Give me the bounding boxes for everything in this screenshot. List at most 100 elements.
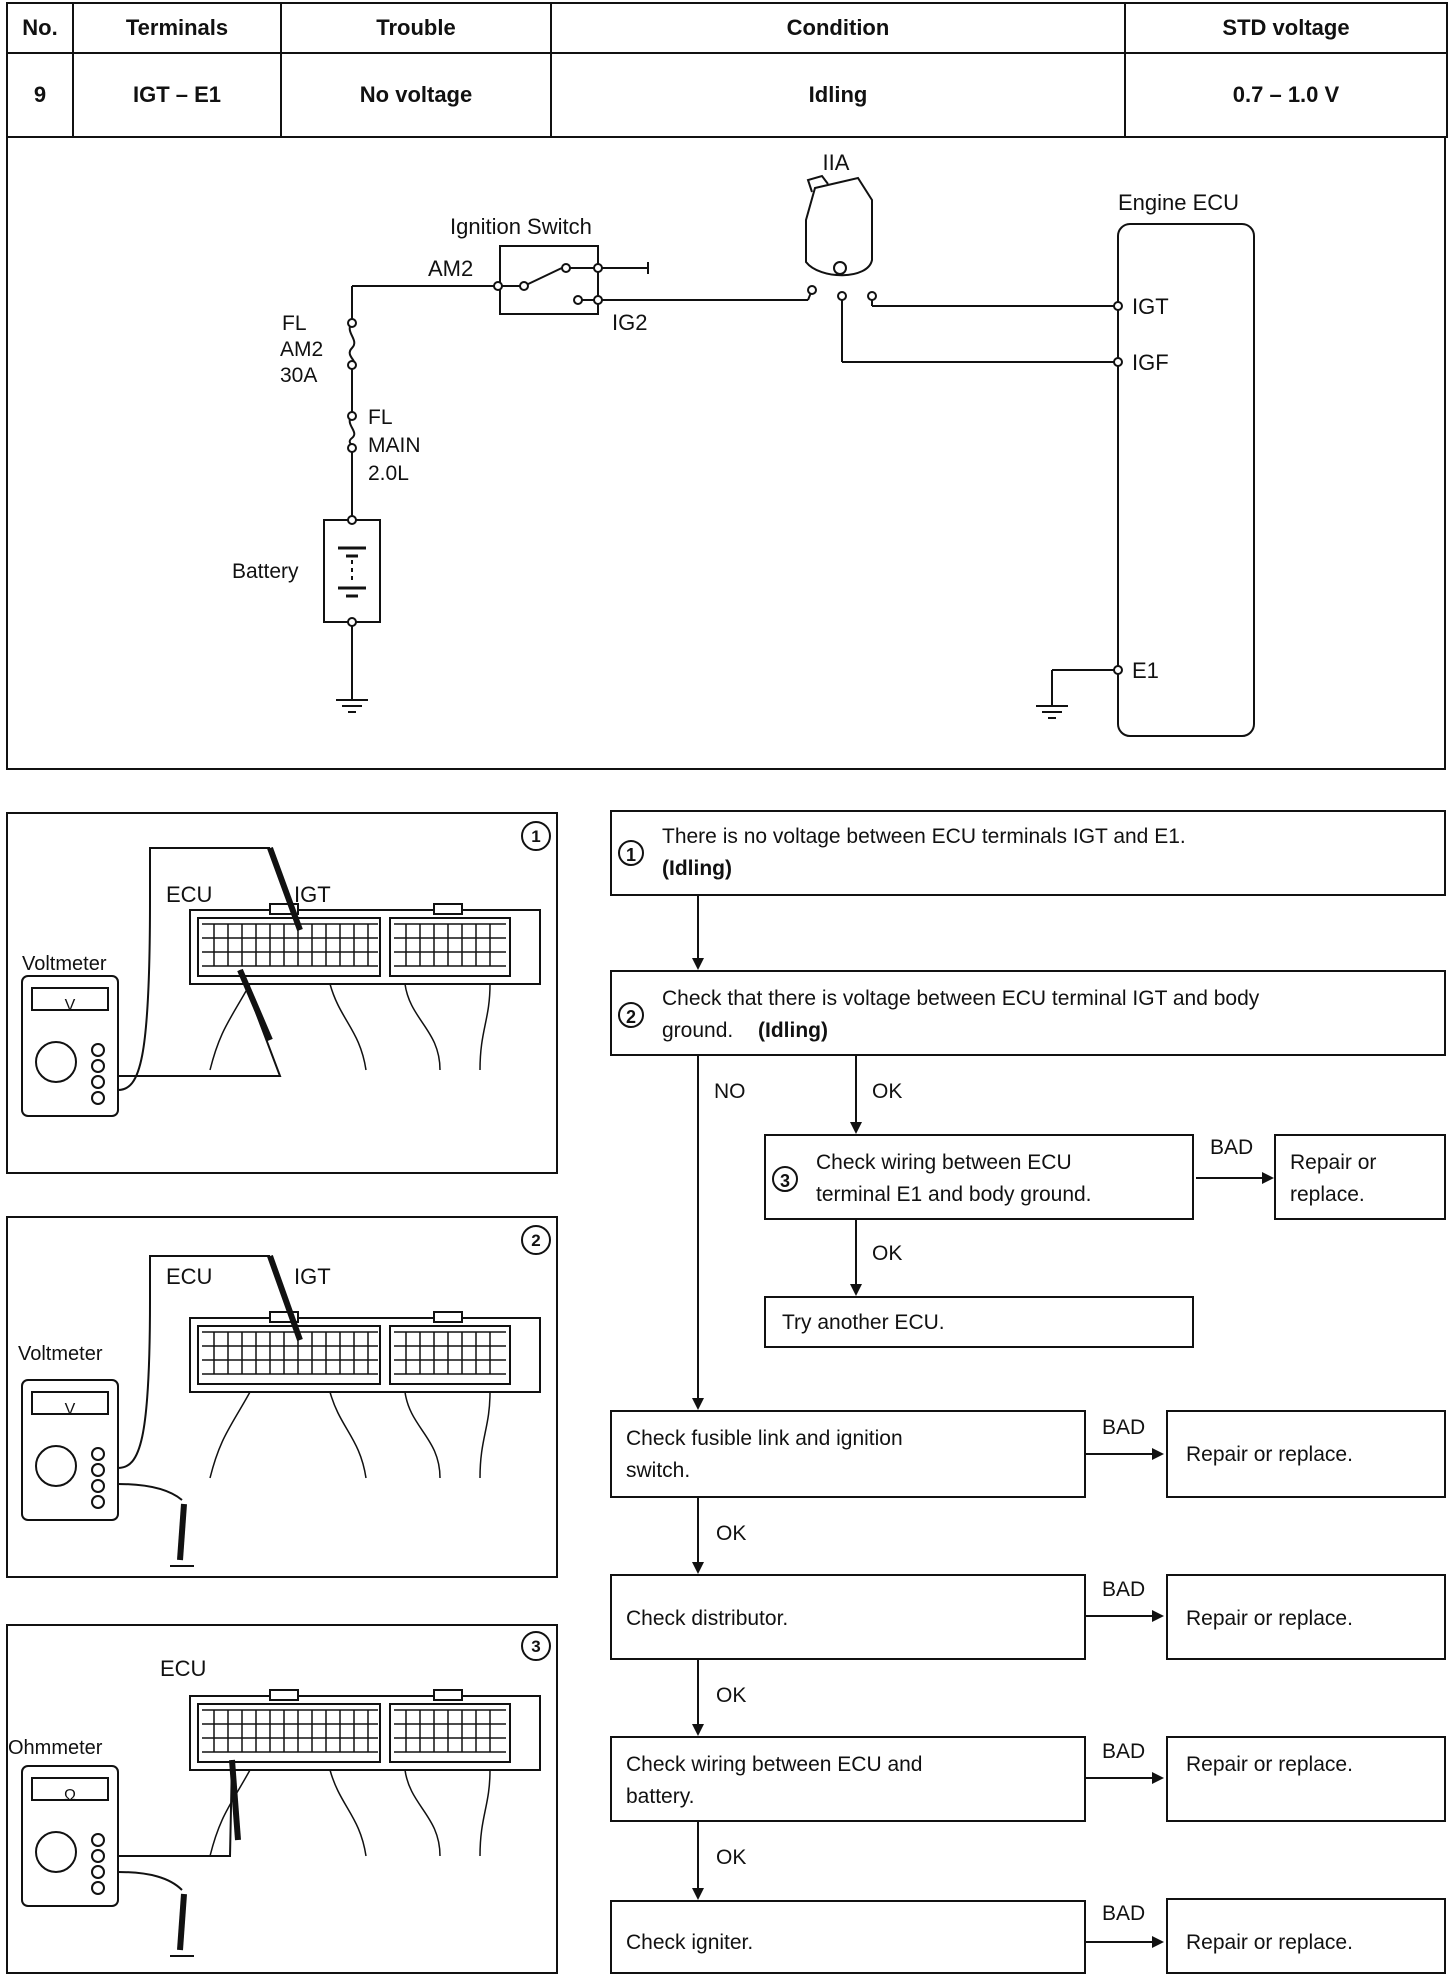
panel-2-ecu-label: ECU bbox=[166, 1264, 212, 1289]
panel-1-ecu-label: ECU bbox=[166, 882, 212, 907]
col-condition-header: Condition bbox=[550, 2, 1126, 54]
repair-box-1: Repair or replace. bbox=[1274, 1134, 1446, 1220]
fl-main-label-line2: MAIN bbox=[368, 434, 421, 457]
am2-label: AM2 bbox=[428, 256, 473, 281]
step-2-text-line2a: ground. bbox=[662, 1019, 734, 1042]
panel-3-number-badge bbox=[521, 1631, 551, 1661]
cell-terminals: IGT – E1 bbox=[72, 52, 282, 138]
panel-2-igt-label: IGT bbox=[294, 1264, 331, 1289]
panel-1-igt-label: IGT bbox=[294, 882, 331, 907]
fl-am2-label-line1: FL bbox=[282, 312, 307, 335]
check-igniter-text: Check igniter. bbox=[626, 1931, 754, 1954]
bad-label-3: BAD bbox=[1102, 1578, 1146, 1601]
ok-label-5: OK bbox=[716, 1846, 747, 1869]
panel-3-number: 3 bbox=[531, 1637, 540, 1656]
check-distributor-text: Check distributor. bbox=[626, 1607, 789, 1630]
step-1-text-line1: There is no voltage between ECU terminal… bbox=[662, 825, 1186, 848]
ignition-switch-label: Ignition Switch bbox=[450, 214, 592, 239]
ignition-switch-box bbox=[499, 245, 599, 315]
step-1-number: 1 bbox=[618, 840, 644, 866]
repair-box-3: Repair or replace. bbox=[1166, 1574, 1446, 1660]
no-branch-label: NO bbox=[714, 1080, 746, 1103]
try-another-ecu-text: Try another ECU. bbox=[782, 1311, 945, 1334]
iia-body bbox=[805, 176, 873, 277]
engine-ecu-box bbox=[1117, 223, 1255, 737]
check-fusible-link-line2: switch. bbox=[626, 1459, 691, 1482]
circuit-diagram-frame bbox=[6, 136, 1446, 770]
panel-2-number: 2 bbox=[531, 1231, 540, 1250]
cell-trouble: No voltage bbox=[280, 52, 552, 138]
step-3-text-line1: Check wiring between ECU bbox=[816, 1151, 1072, 1174]
cell-std-voltage: 0.7 – 1.0 V bbox=[1124, 52, 1448, 138]
panel-1-meter-label: Voltmeter bbox=[22, 953, 107, 975]
col-std-voltage-header: STD voltage bbox=[1124, 2, 1448, 54]
step-2-box: 2 Check that there is voltage between EC… bbox=[610, 970, 1446, 1056]
panel-1-number-badge bbox=[521, 821, 551, 851]
iia-label: IIA bbox=[823, 150, 850, 175]
panel-2-drawing bbox=[21, 1254, 541, 1567]
repair-box-5: Repair or replace. bbox=[1166, 1898, 1446, 1974]
step-2-text-line2b: (Idling) bbox=[758, 1019, 828, 1042]
step-2-number: 2 bbox=[618, 1002, 644, 1028]
test-illustrations: ECU IGT Voltmeter V 1 ECU IGT Voltmeter … bbox=[8, 821, 551, 1957]
repair-4-text: Repair or replace. bbox=[1186, 1753, 1353, 1776]
try-another-ecu-box: Try another ECU. bbox=[764, 1296, 1194, 1348]
ok-label-4: OK bbox=[716, 1684, 747, 1707]
col-trouble-header: Trouble bbox=[280, 2, 552, 54]
step-2-text-line1: Check that there is voltage between ECU … bbox=[662, 987, 1260, 1010]
cell-no: 9 bbox=[6, 52, 74, 138]
ok-branch-label-1: OK bbox=[872, 1080, 903, 1103]
bad-label-1: BAD bbox=[1210, 1136, 1254, 1159]
panel-1-meter-symbol: V bbox=[65, 997, 76, 1014]
fl-am2-label-line2: AM2 bbox=[280, 338, 323, 361]
igt-terminal-label: IGT bbox=[1132, 294, 1169, 319]
fl-main-label-line3: 2.0L bbox=[368, 462, 409, 485]
panel-3-meter-symbol: Ω bbox=[64, 1787, 76, 1804]
check-distributor-box: Check distributor. bbox=[610, 1574, 1086, 1660]
col-no-header: No. bbox=[6, 2, 74, 54]
repair-5-text: Repair or replace. bbox=[1186, 1931, 1353, 1954]
repair-box-4: Repair or replace. bbox=[1166, 1736, 1446, 1822]
step-3-box: 3 Check wiring between ECU terminal E1 a… bbox=[764, 1134, 1194, 1220]
panel-1-number: 1 bbox=[531, 827, 540, 846]
fl-main-label-line1: FL bbox=[368, 406, 393, 429]
panel-3-meter-label: Ohmmeter bbox=[8, 1737, 103, 1759]
repair-2-text: Repair or replace. bbox=[1186, 1443, 1353, 1466]
spec-table: No. Terminals Trouble Condition STD volt… bbox=[6, 2, 1448, 138]
step-1-text-line2: (Idling) bbox=[662, 857, 732, 880]
repair-1-line2: replace. bbox=[1290, 1183, 1365, 1206]
step-3-text-line2: terminal E1 and body ground. bbox=[816, 1183, 1092, 1206]
step-3-number: 3 bbox=[772, 1166, 798, 1192]
bad-label-5: BAD bbox=[1102, 1902, 1146, 1925]
check-wiring-ecu-battery-box: Check wiring between ECU and battery. bbox=[610, 1736, 1086, 1822]
check-igniter-box: Check igniter. bbox=[610, 1900, 1086, 1974]
panel-1-drawing bbox=[21, 846, 541, 1117]
repair-3-text: Repair or replace. bbox=[1186, 1607, 1353, 1630]
panel-3-drawing bbox=[21, 1689, 541, 1957]
panel-2-meter-label: Voltmeter bbox=[18, 1343, 103, 1365]
bad-label-2: BAD bbox=[1102, 1416, 1146, 1439]
check-wiring-line1: Check wiring between ECU and bbox=[626, 1753, 923, 1776]
col-terminals-header: Terminals bbox=[72, 2, 282, 54]
fl-am2-label-line3: 30A bbox=[280, 364, 317, 387]
ig2-label: IG2 bbox=[612, 310, 647, 335]
step-1-box: 1 There is no voltage between ECU termin… bbox=[610, 810, 1446, 896]
igf-terminal-label: IGF bbox=[1132, 350, 1169, 375]
e1-terminal-label: E1 bbox=[1132, 658, 1159, 683]
circuit-diagram: IIA Engine ECU Ignition Switch AM2 IG2 F… bbox=[232, 150, 1255, 737]
ok-branch-label-2: OK bbox=[872, 1242, 903, 1265]
check-fusible-link-box: Check fusible link and ignition switch. bbox=[610, 1410, 1086, 1498]
panel-2-number-badge bbox=[521, 1225, 551, 1255]
check-wiring-line2: battery. bbox=[626, 1785, 695, 1808]
engine-ecu-label: Engine ECU bbox=[1118, 190, 1239, 215]
ok-label-3: OK bbox=[716, 1522, 747, 1545]
battery-label: Battery bbox=[232, 560, 299, 583]
bad-label-4: BAD bbox=[1102, 1740, 1146, 1763]
panel-3-ecu-label: ECU bbox=[160, 1656, 206, 1681]
repair-1-line1: Repair or bbox=[1290, 1151, 1377, 1174]
panel-2-meter-symbol: V bbox=[65, 1401, 76, 1418]
cell-condition: Idling bbox=[550, 52, 1126, 138]
check-fusible-link-line1: Check fusible link and ignition bbox=[626, 1427, 903, 1450]
repair-box-2: Repair or replace. bbox=[1166, 1410, 1446, 1498]
